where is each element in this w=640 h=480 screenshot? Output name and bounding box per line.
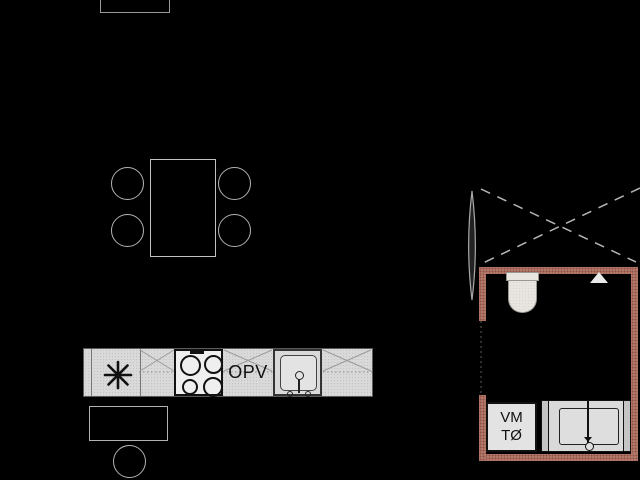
burner-icon (203, 377, 223, 397)
bathroom-wall (479, 454, 638, 461)
cooktop (174, 349, 223, 397)
chair (218, 214, 251, 247)
burner-icon (182, 379, 198, 395)
washer-label: VM (500, 409, 523, 426)
chair (111, 214, 144, 247)
chair (218, 167, 251, 200)
dining-table (150, 159, 216, 257)
side-table (89, 406, 168, 441)
bathtub-end-panel (623, 401, 630, 451)
bathtub-end-panel (542, 401, 549, 451)
burner-icon (204, 355, 223, 374)
cooktop-control (190, 350, 204, 354)
freezer-snowflake-icon (103, 360, 133, 390)
chair (113, 445, 146, 478)
clearance-dashed-x (480, 187, 640, 265)
toilet-bowl (508, 281, 537, 313)
toilet-cistern (506, 272, 539, 281)
counter-divider (91, 349, 92, 396)
door-leaf-arc (468, 190, 476, 301)
dishwasher-label: OPV (228, 362, 268, 382)
burner-icon (180, 355, 201, 376)
chair (111, 167, 144, 200)
bathroom-wall (631, 267, 638, 461)
tap-knob-icon (287, 391, 293, 397)
drain-arrow-icon (584, 437, 592, 442)
bathtub-centerline (587, 401, 589, 445)
bathroom-wall (479, 267, 486, 321)
faucet-base (295, 371, 304, 380)
bathroom-wall (479, 267, 638, 274)
bathroom-wall (479, 395, 486, 461)
counter-divider (140, 349, 141, 396)
wall-cabinet (100, 0, 170, 13)
bathtub (541, 400, 631, 452)
shower-triangle-icon (590, 272, 608, 283)
kitchen-sink (273, 349, 322, 397)
drain-icon (585, 442, 594, 451)
faucet (298, 377, 300, 393)
washer-dryer-unit: VM TØ (486, 402, 537, 452)
tap-knob-icon (305, 391, 311, 397)
dryer-label: TØ (501, 427, 522, 444)
